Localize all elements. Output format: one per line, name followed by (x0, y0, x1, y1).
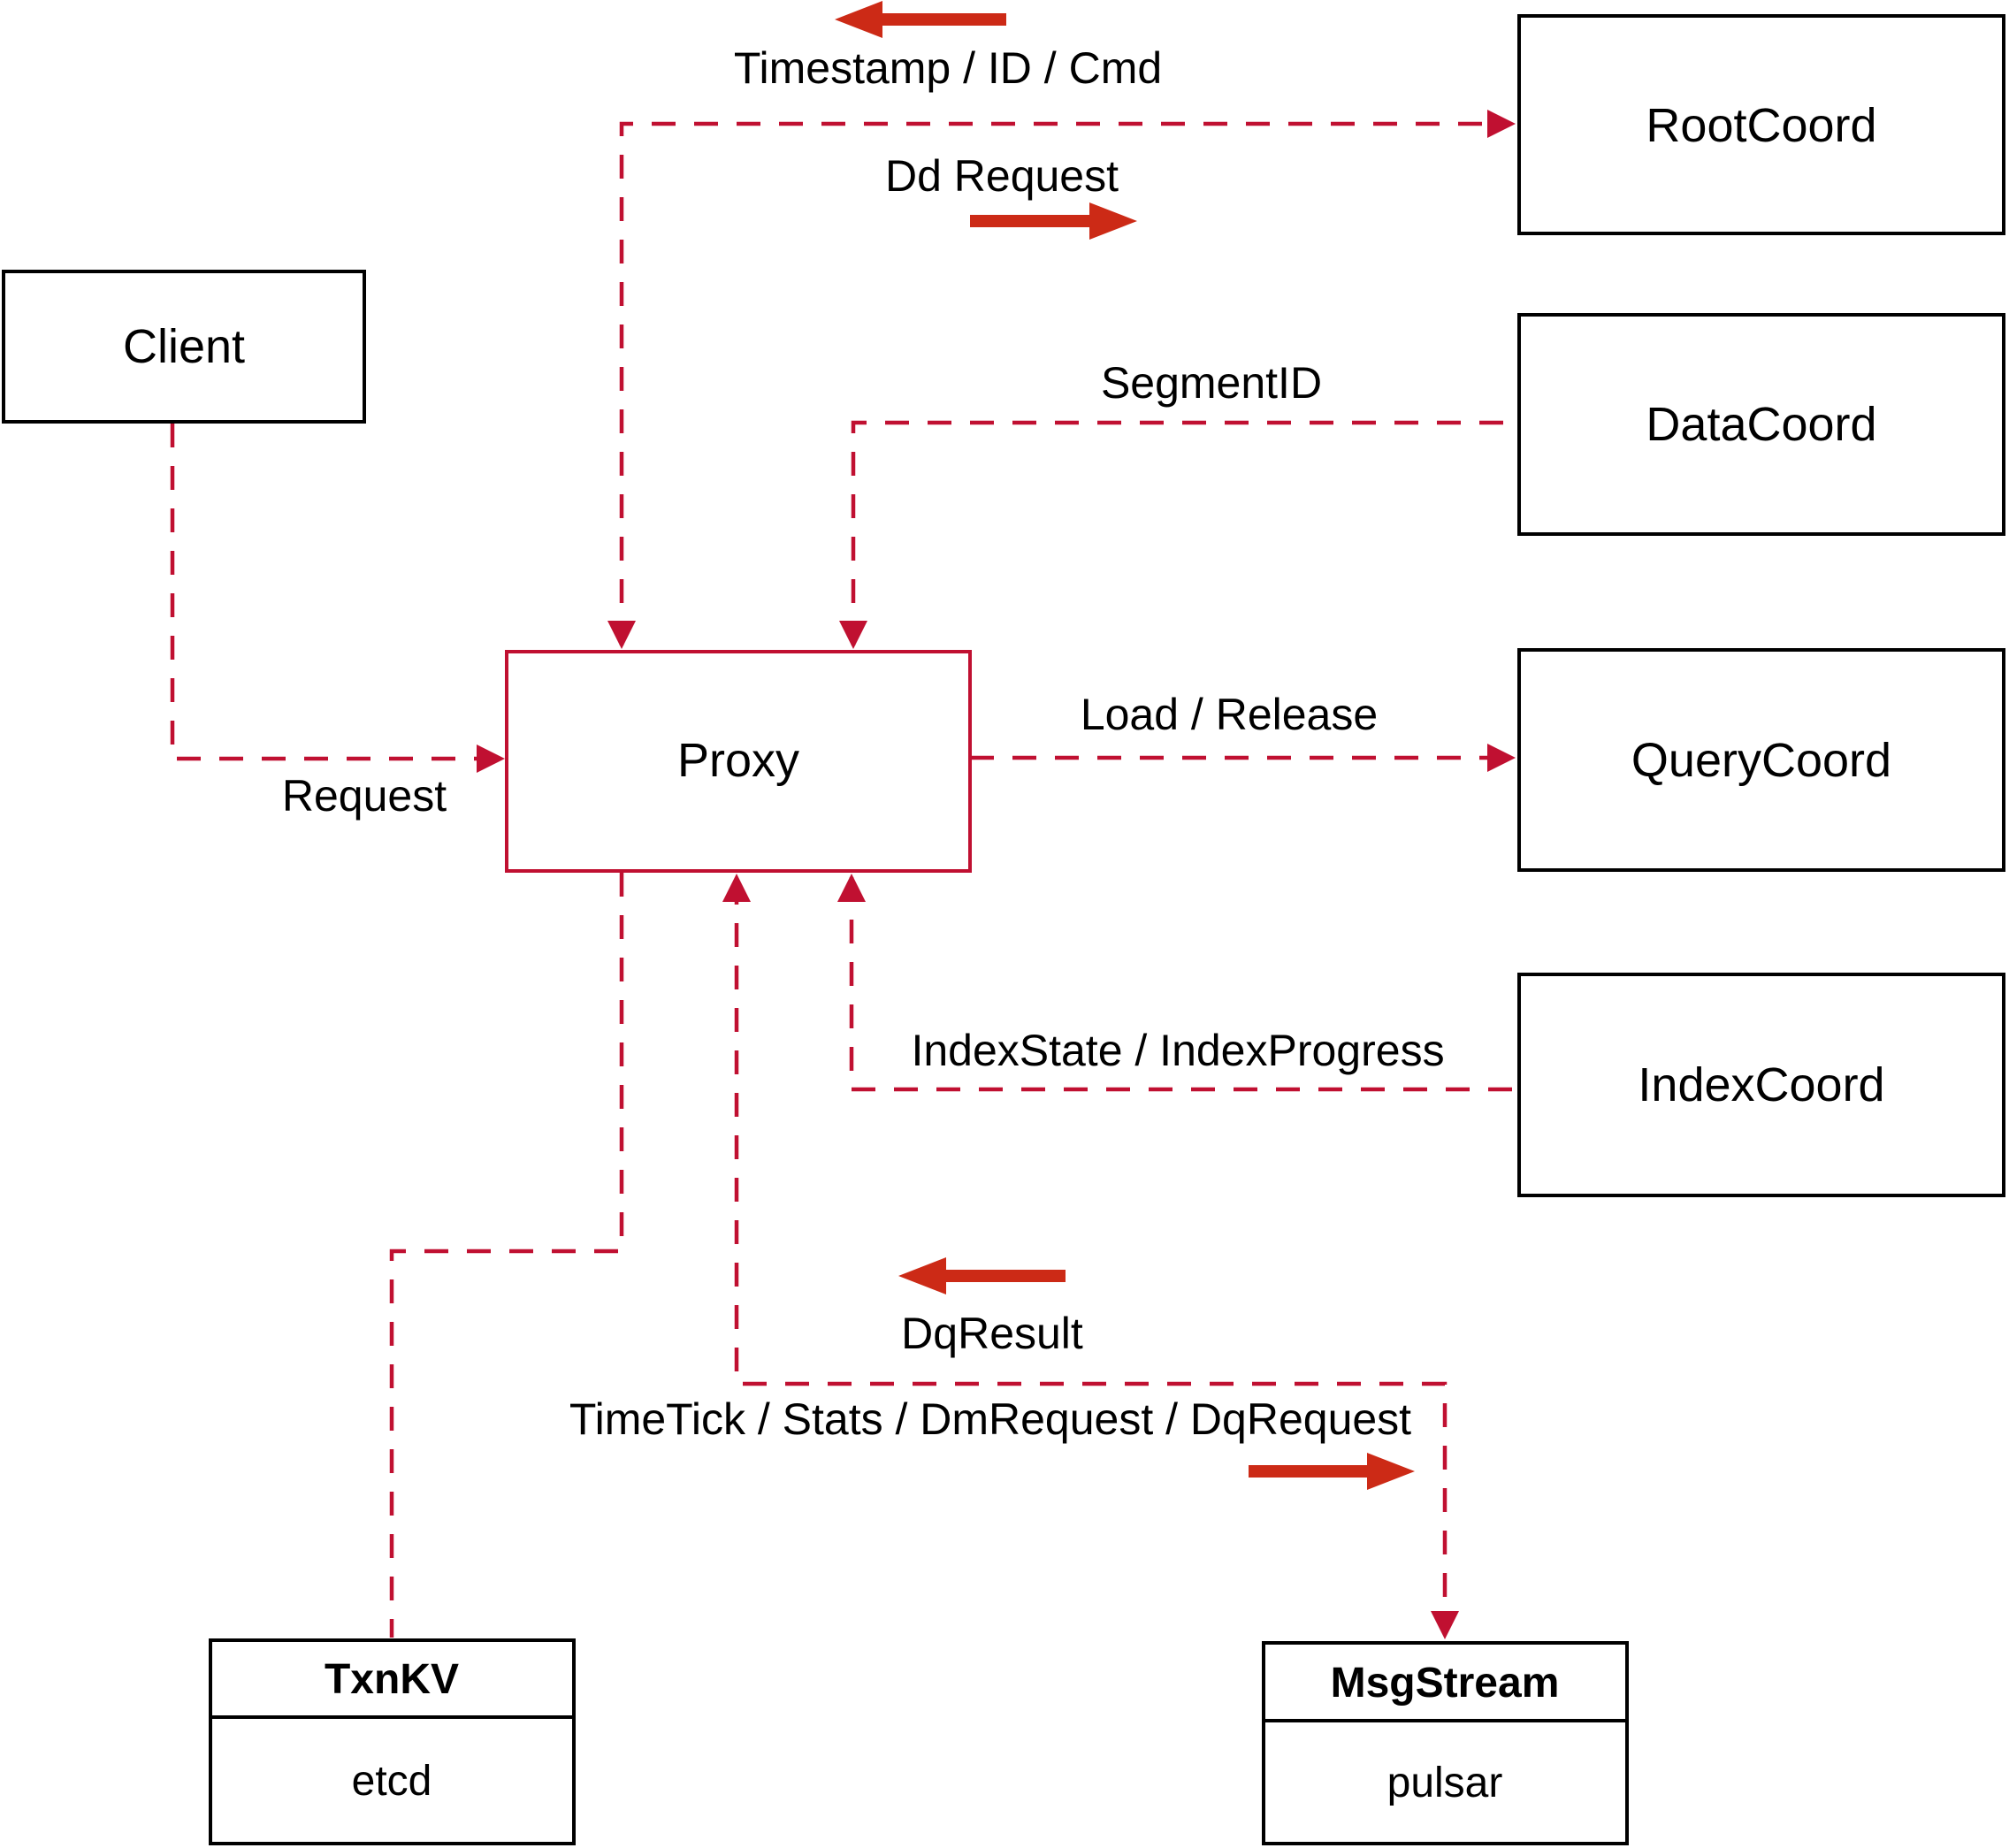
edge-datacoord-proxy (851, 420, 1517, 645)
indexcoord-label: IndexCoord (1638, 1058, 1884, 1111)
edge-label-load-release: Load / Release (1081, 690, 1378, 739)
edge-label-dd-request: Dd Request (885, 151, 1119, 201)
proxy-label: Proxy (677, 734, 799, 787)
arrow-left-dq-result (898, 1257, 1066, 1294)
client-label: Client (123, 320, 245, 373)
arrowhead-into-proxy-bottom-mid (722, 874, 751, 902)
edge-proxy-txnkv (389, 873, 624, 1638)
edge-label-timestamp-id-cmd: Timestamp / ID / Cmd (734, 43, 1162, 93)
msgstream-title: MsgStream (1331, 1660, 1560, 1707)
querycoord-label: QueryCoord (1631, 734, 1891, 787)
edge-client-proxy (170, 424, 492, 761)
arrowhead-into-querycoord (1487, 744, 1516, 772)
node-indexcoord: IndexCoord (1517, 973, 2005, 1197)
edge-label-request: Request (282, 771, 447, 821)
edge-label-dq-result: DqResult (901, 1309, 1083, 1358)
edge-label-time-tick: TimeTick / Stats / DmRequest / DqRequest (569, 1394, 1411, 1444)
edge-label-segment-id: SegmentID (1101, 358, 1322, 408)
rootcoord-label: RootCoord (1646, 99, 1876, 152)
edge-proxy-rootcoord (619, 121, 1503, 645)
arrow-right-time-tick (1249, 1453, 1415, 1490)
edge-label-index-state: IndexState / IndexProgress (911, 1026, 1444, 1075)
arrow-left-timestamp (835, 1, 1006, 38)
edge-proxy-msgstream (734, 881, 1448, 1631)
direction-arrows (835, 1, 1415, 1490)
msgstream-box (1262, 1641, 1629, 1845)
proxy-box (505, 650, 972, 873)
arrowhead-into-proxy-left (477, 745, 505, 773)
indexcoord-box (1517, 973, 2005, 1197)
node-rootcoord: RootCoord (1517, 14, 2005, 235)
node-client: Client (2, 270, 366, 424)
arrowhead-into-proxy-top-right (839, 621, 867, 649)
client-box (2, 270, 366, 424)
arrowhead-into-msgstream (1431, 1611, 1459, 1639)
edges (170, 110, 1517, 1639)
txnkv-box (209, 1638, 576, 1845)
msgstream-impl: pulsar (1387, 1760, 1503, 1806)
txnkv-impl: etcd (352, 1758, 432, 1805)
node-msgstream: MsgStream pulsar (1262, 1641, 1629, 1845)
node-proxy: Proxy (505, 650, 972, 873)
arrow-right-dd-request (970, 202, 1137, 240)
querycoord-box (1517, 648, 2005, 872)
datacoord-box (1517, 313, 2005, 536)
node-querycoord: QueryCoord (1517, 648, 2005, 872)
rootcoord-box (1517, 14, 2005, 235)
arrowhead-into-rootcoord (1487, 110, 1516, 138)
arrowhead-into-proxy-bottom-right (837, 874, 866, 902)
txnkv-title: TxnKV (325, 1656, 459, 1703)
datacoord-label: DataCoord (1646, 398, 1876, 451)
edge-indexcoord-proxy (849, 877, 1517, 1092)
edge-labels: Timestamp / ID / Cmd Dd Request SegmentI… (282, 43, 1445, 1444)
arrowhead-into-proxy-top-left (607, 621, 636, 649)
node-txnkv: TxnKV etcd (209, 1638, 576, 1845)
node-datacoord: DataCoord (1517, 313, 2005, 536)
